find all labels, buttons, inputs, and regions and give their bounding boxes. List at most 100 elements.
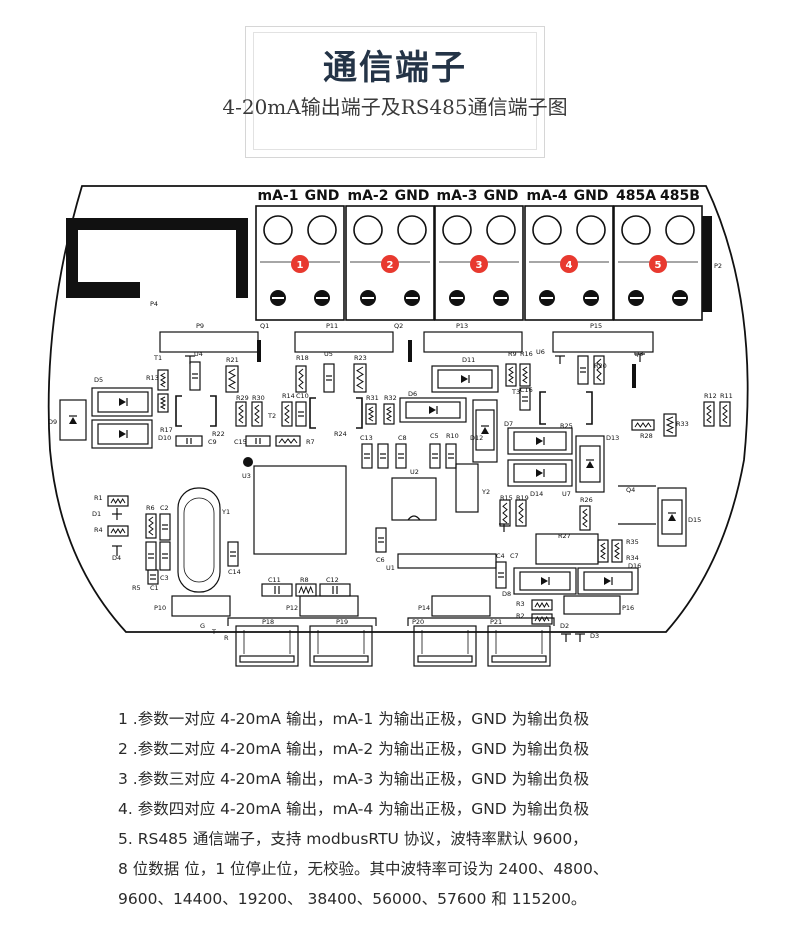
diode	[513, 463, 567, 483]
component-label: C6	[376, 556, 385, 564]
page-title: 通信端子	[323, 48, 467, 88]
diode-pack	[657, 487, 687, 547]
diode	[583, 571, 633, 591]
resistor	[597, 539, 609, 563]
header-p9	[159, 331, 259, 353]
terminal-marker-number: 2	[387, 260, 394, 271]
component-label: D14	[530, 490, 543, 498]
connector-lip	[417, 655, 473, 663]
capacitor	[519, 387, 531, 411]
component-label: R28	[640, 432, 653, 440]
capacitor	[377, 443, 389, 469]
note-line: 2 .参数二对应 4-20mA 输出，mA-2 为输出正极，GND 为输出负极	[118, 740, 590, 758]
diode	[513, 431, 567, 451]
component-label: U7	[562, 490, 571, 498]
resistor	[719, 401, 731, 427]
capacitor	[323, 363, 335, 393]
terminal-label: 485A	[616, 188, 656, 204]
terminal-hole	[532, 215, 562, 245]
terminal-label: GND	[484, 188, 519, 204]
resistor-zigzag	[706, 404, 712, 424]
terminal-marker-number: 3	[476, 260, 483, 271]
resistor	[157, 369, 169, 391]
component-label: P19	[336, 618, 348, 626]
ic-u3	[253, 465, 347, 555]
component-label: T2	[267, 412, 276, 420]
component-label: D10	[158, 434, 171, 442]
component-label: D1	[92, 510, 101, 518]
component-label: R26	[580, 496, 593, 504]
diode-symbol	[461, 375, 468, 383]
component-label: R16	[520, 350, 533, 358]
component-label: D6	[408, 390, 417, 398]
capacitor	[429, 443, 441, 469]
capacitor	[395, 443, 407, 469]
resistor-zigzag	[278, 438, 298, 444]
component-label: Y2	[481, 488, 490, 496]
diode-pack	[507, 459, 573, 487]
resistor	[295, 365, 307, 393]
capacitor	[577, 355, 589, 385]
component-label: R3	[516, 600, 525, 608]
resistor-zigzag	[522, 366, 528, 384]
connector-lip	[313, 655, 369, 663]
diode-symbol	[536, 469, 543, 477]
header-p12	[299, 595, 359, 617]
component-label: D16	[628, 562, 641, 570]
capacitor	[189, 361, 201, 391]
component-label: C5	[430, 432, 439, 440]
resistor	[145, 513, 157, 539]
resistor	[353, 363, 367, 393]
resistor-zigzag	[722, 404, 728, 424]
component-label: R19	[516, 494, 529, 502]
diode-symbol	[604, 577, 611, 585]
component-label: U1	[386, 564, 395, 572]
resistor-zigzag	[596, 358, 602, 382]
terminal-label: GND	[574, 188, 609, 204]
component-label: R21	[226, 356, 239, 364]
note-line: 8 位数据 位，1 位停止位，无校验。其中波特率可设为 2400、4800、	[118, 860, 609, 878]
component-label: R29	[236, 394, 249, 402]
component-label: C13	[360, 434, 373, 442]
component-label: U2	[410, 468, 419, 476]
component-label: R12	[704, 392, 717, 400]
component-label: P16	[622, 604, 634, 612]
crystal-y1	[177, 487, 221, 593]
component-label: P13	[456, 322, 468, 330]
component-label: D3	[590, 632, 599, 640]
connector-lip	[491, 655, 547, 663]
component-label: R25	[560, 422, 573, 430]
diode-symbol	[668, 514, 676, 521]
resistor-zigzag	[159, 396, 167, 410]
terminal-block	[434, 205, 524, 321]
component-label: P11	[326, 322, 338, 330]
diode	[519, 571, 571, 591]
capacitor	[175, 435, 203, 447]
connector	[413, 625, 477, 667]
component-label: D9	[48, 418, 57, 426]
capacitor	[361, 443, 373, 469]
resistor	[531, 599, 553, 611]
component-label: U6	[536, 348, 545, 356]
component-label: C3	[160, 574, 169, 582]
note-line: 1 .参数一对应 4-20mA 输出，mA-1 为输出正极，GND 为输出负极	[118, 710, 590, 728]
terminal-label: mA-1	[258, 188, 299, 204]
crystal-y1-inner	[183, 497, 215, 583]
resistor-zigzag	[502, 502, 508, 524]
connector-lip	[239, 655, 295, 663]
terminal-hole	[442, 215, 472, 245]
terminal-label: mA-3	[437, 188, 478, 204]
header-u1	[397, 553, 497, 569]
diode-pack	[577, 567, 639, 595]
resistor-zigzag	[356, 366, 364, 390]
component-label: R7	[306, 438, 315, 446]
resistor	[703, 401, 715, 427]
note-line: 3 .参数三对应 4-20mA 输出，mA-3 为输出正极，GND 为输出负极	[118, 770, 590, 788]
terminal-hole	[397, 215, 427, 245]
component-label: R14	[282, 392, 295, 400]
resistor-zigzag	[160, 372, 166, 388]
component-label: P10	[154, 604, 166, 612]
diode-symbol	[541, 577, 548, 585]
